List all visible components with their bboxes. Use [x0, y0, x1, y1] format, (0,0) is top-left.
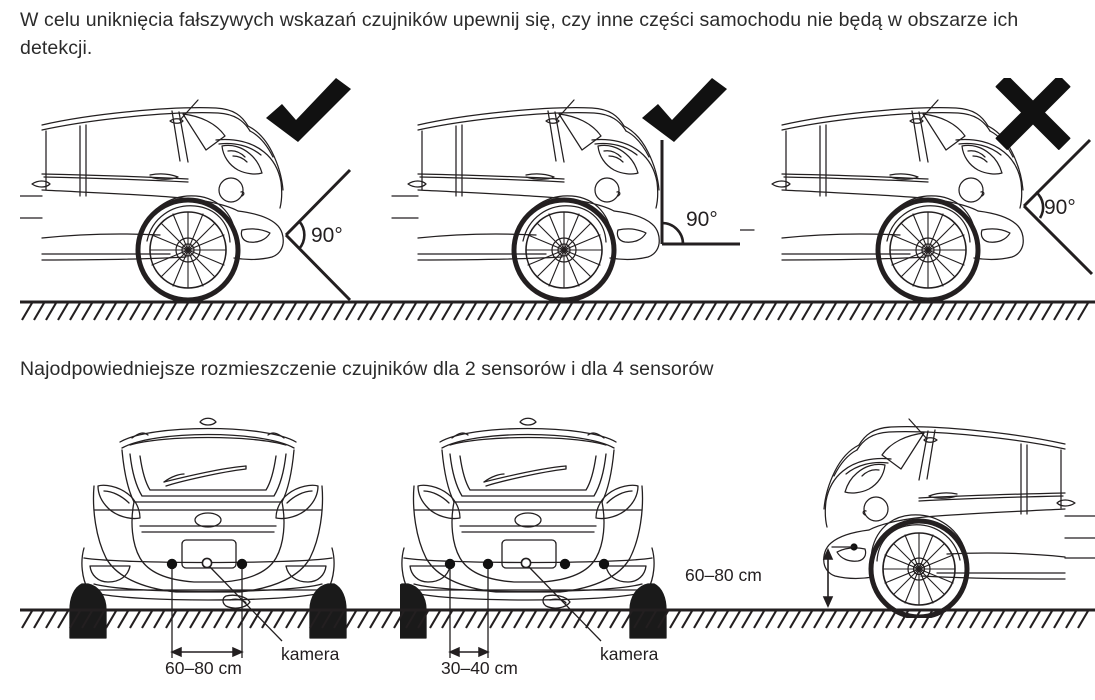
cross-icon	[995, 78, 1071, 150]
diagram-correct-angled: 90°	[20, 78, 352, 303]
angle-lines-vertical	[660, 140, 740, 246]
diagram-four-sensors	[400, 417, 667, 658]
sensor-dots	[166, 558, 248, 570]
panel-two-sensors	[60, 398, 400, 688]
angle-arc	[661, 221, 685, 245]
car-side-outline	[740, 99, 1024, 303]
spacing-label-two-sensors: 60–80 cm	[165, 658, 242, 678]
angle-lines-symmetric	[284, 168, 352, 302]
panel-correct-angled: 90°	[20, 78, 380, 318]
spacing-label-four-sensors: 30–40 cm	[441, 658, 518, 678]
car-side-outline-mirrored	[823, 418, 1095, 618]
angle-label-1: 90°	[311, 224, 343, 247]
panel-incorrect-tilted: 90°	[740, 78, 1095, 318]
diagram-sensor-height	[822, 418, 1095, 618]
section-paragraph: Najodpowiedniejsze rozmieszczenie czujni…	[20, 358, 714, 380]
sensor-dots	[444, 558, 610, 570]
check-icon	[642, 78, 727, 142]
angle-arc	[297, 220, 306, 250]
panel-four-sensors	[400, 398, 740, 688]
angle-arc	[1035, 191, 1045, 219]
angle-label-3: 90°	[1044, 196, 1076, 219]
ground-line-bottom	[20, 608, 1095, 629]
panel-correct-vertical: 90°	[380, 78, 740, 318]
intro-paragraph: W celu uniknięcia fałszywych wskazań czu…	[20, 9, 1019, 59]
check-icon	[266, 78, 351, 142]
camera-dot	[520, 557, 532, 569]
angle-label-2: 90°	[686, 208, 718, 231]
dimension-arrow	[448, 646, 490, 658]
diagram-two-sensors	[69, 417, 347, 658]
diagram-correct-vertical: 90°	[391, 78, 740, 303]
panel-sensor-height	[760, 398, 1095, 618]
dimension-arrow	[170, 646, 244, 658]
car-side-outline	[20, 99, 284, 303]
car-side-outline	[391, 99, 660, 303]
camera-label-two-sensors: kamera	[281, 644, 340, 664]
angle-lines-tilted	[1022, 138, 1094, 276]
leader-lines	[171, 566, 283, 658]
camera-dot	[201, 557, 213, 569]
height-dimension	[822, 548, 834, 608]
height-label: 60–80 cm	[685, 565, 762, 585]
diagram-incorrect-tilted: 90°	[740, 78, 1094, 303]
ground-line-top	[20, 300, 1095, 321]
camera-label-four-sensors: kamera	[600, 644, 659, 664]
